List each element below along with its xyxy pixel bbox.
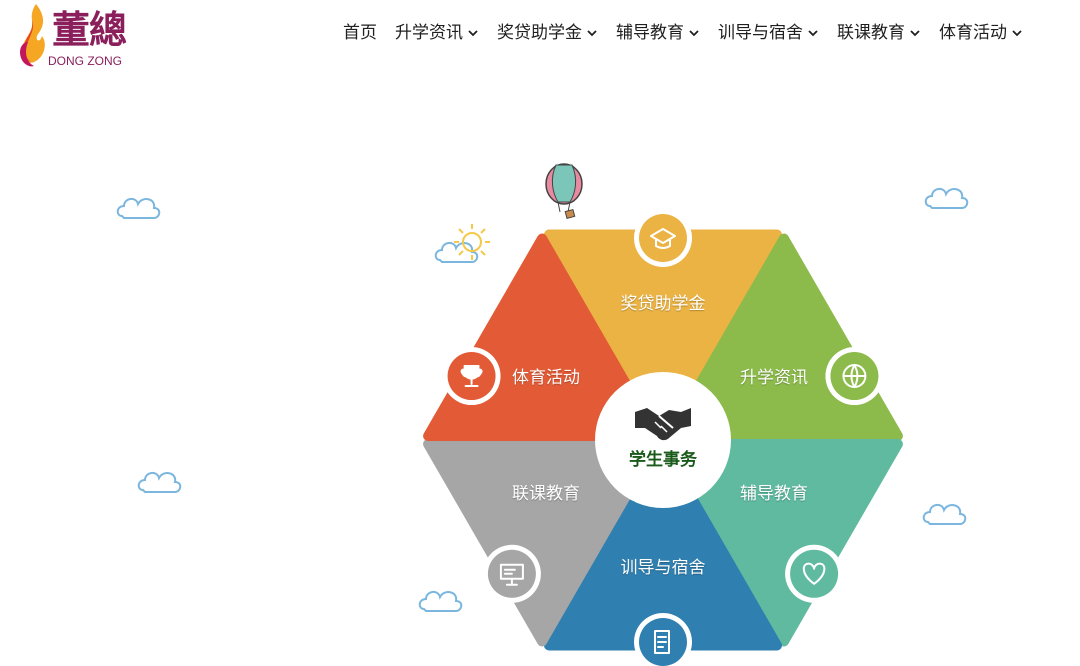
site-header: 董總 DONG ZONG 首页 升学资讯 奖贷助学金 辅导教育 训导与宿舍 联课… [0, 0, 1080, 80]
brand-name-cn: 董總 [52, 7, 127, 52]
flame-magenta [20, 42, 34, 67]
flame-red [23, 20, 36, 63]
globe-graduate-icon [825, 347, 884, 406]
segment-label-discipline[interactable]: 训导与宿舍 [620, 558, 706, 578]
cloud-icon [924, 188, 969, 209]
cloud-icon [137, 472, 182, 493]
segment-label-counseling[interactable]: 辅导教育 [740, 484, 808, 504]
handshake-icon [635, 408, 691, 441]
nav-item-label: 联课教育 [837, 23, 905, 43]
trophy-icon [442, 347, 501, 406]
sun-icon [454, 224, 490, 260]
chevron-down-icon [468, 30, 478, 37]
chevron-down-icon [689, 30, 699, 37]
flame-orange [21, 4, 45, 63]
wheel-segments [423, 209, 903, 666]
wheel-segment-cocurricular[interactable] [423, 439, 662, 647]
nav-item-counseling[interactable]: 辅导教育 [607, 18, 709, 48]
nav-item-sports[interactable]: 体育活动 [930, 18, 1032, 48]
cloud-icon [434, 242, 479, 263]
cloud-icon [116, 198, 161, 219]
wheel-segment-counseling[interactable] [664, 439, 903, 647]
nav-item-scholarship[interactable]: 奖贷助学金 [488, 18, 607, 48]
cloud-icon [922, 504, 967, 525]
document-edit-icon [634, 613, 692, 666]
presentation-board-icon [482, 544, 541, 603]
main-nav: 首页 升学资讯 奖贷助学金 辅导教育 训导与宿舍 联课教育 体育活动 [334, 18, 1032, 48]
chevron-down-icon [1012, 30, 1022, 37]
segment-label-cocurricular[interactable]: 联课教育 [512, 484, 580, 504]
segment-label-scholarship[interactable]: 奖贷助学金 [620, 294, 706, 314]
nav-item-label: 体育活动 [939, 23, 1007, 43]
graduation-cap-icon [634, 209, 692, 267]
chevron-down-icon [910, 30, 920, 37]
segment-label-sports[interactable]: 体育活动 [512, 368, 580, 388]
heart-stethoscope-icon [785, 544, 844, 603]
flame-logo-icon [20, 4, 45, 67]
nav-item-label: 训导与宿舍 [718, 23, 803, 43]
brand-name-en: DONG ZONG [48, 54, 122, 68]
wheel-svg [116, 163, 969, 666]
chevron-down-icon [587, 30, 597, 37]
cloud-icon [418, 591, 463, 612]
center-label: 学生事务 [629, 450, 697, 470]
student-affairs-wheel: 奖贷助学金 升学资讯 辅导教育 训导与宿舍 联课教育 体育活动 学生事务 [0, 80, 1080, 666]
nav-item-cocurricular[interactable]: 联课教育 [828, 18, 930, 48]
nav-item-discipline[interactable]: 训导与宿舍 [709, 18, 828, 48]
nav-item-admission[interactable]: 升学资讯 [386, 18, 488, 48]
segment-label-admission[interactable]: 升学资讯 [740, 368, 808, 388]
nav-item-label: 首页 [343, 23, 377, 43]
nav-item-label: 升学资讯 [395, 23, 463, 43]
site-logo[interactable]: 董總 DONG ZONG [14, 2, 144, 72]
nav-item-home[interactable]: 首页 [334, 18, 386, 48]
chevron-down-icon [808, 30, 818, 37]
nav-item-label: 辅导教育 [616, 23, 684, 43]
hot-air-balloon-icon [545, 163, 583, 220]
nav-item-label: 奖贷助学金 [497, 23, 582, 43]
